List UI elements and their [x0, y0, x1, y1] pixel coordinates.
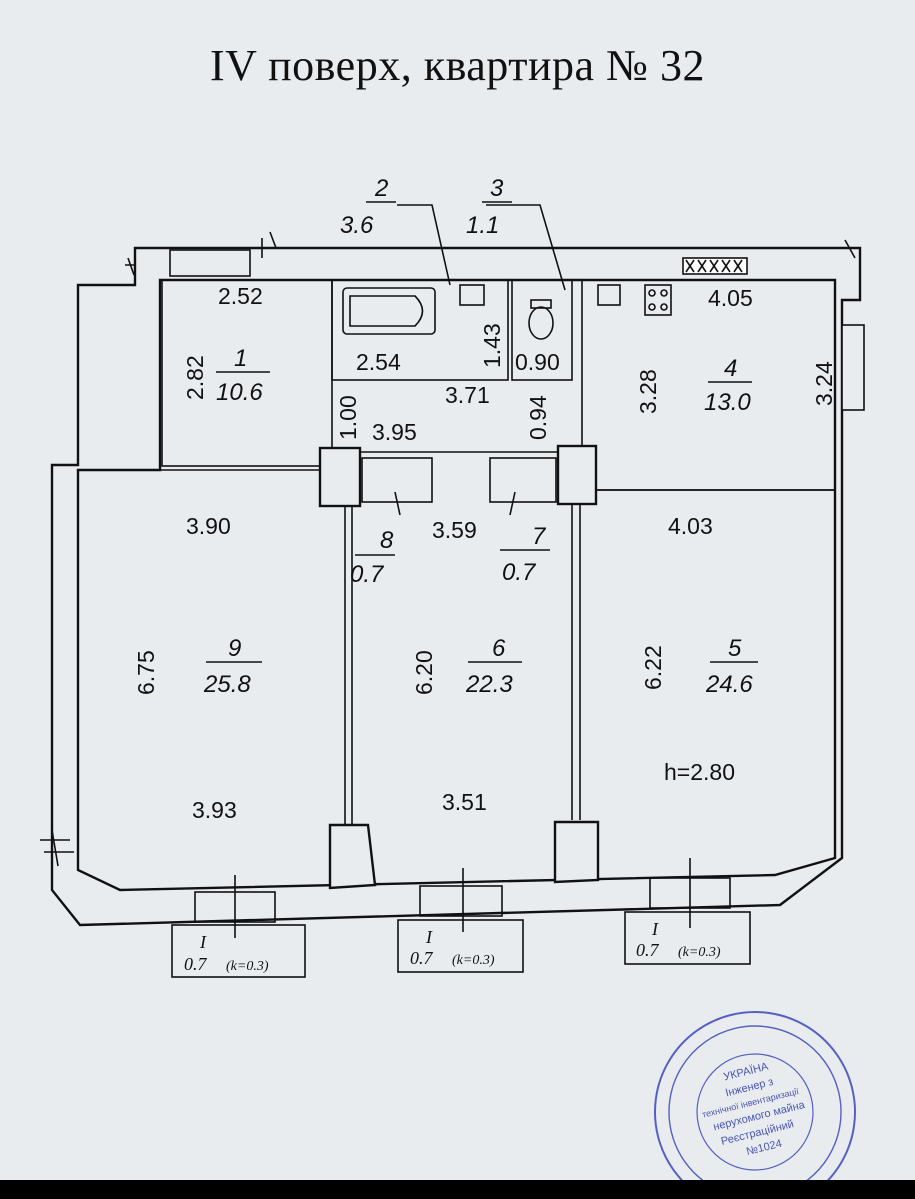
dim-2-54: 2.54 — [356, 349, 401, 375]
balcony-2-id: I — [425, 927, 433, 947]
dim-3-28: 3.28 — [635, 369, 661, 414]
toilet-icon — [528, 306, 554, 340]
room-2-outline — [331, 279, 509, 381]
dim-3-59: 3.59 — [432, 517, 477, 543]
leader-lines — [397, 204, 566, 291]
dim-0-90: 0.90 — [515, 349, 560, 375]
dim-3-71: 3.71 — [445, 382, 490, 408]
dim-1-00: 1.00 — [335, 395, 361, 440]
kitchen-sink-icon — [597, 284, 621, 306]
balcony-3-id: I — [651, 919, 659, 939]
balcony-1-area: 0.7 — [184, 954, 208, 974]
room-1-number: 1 — [234, 345, 247, 372]
room-7-number: 7 — [532, 523, 547, 550]
balcony-1-coef: (k=0.3) — [226, 959, 269, 974]
sink-icon — [459, 284, 485, 306]
stove-burner-icon — [648, 289, 656, 297]
wall-break-marks-top — [261, 231, 856, 259]
column-right — [556, 444, 598, 506]
room-8-area: 0.7 — [350, 561, 385, 588]
toilet-tank — [530, 299, 552, 309]
vent-grille-hatch — [685, 259, 743, 273]
room-1-area: 10.6 — [216, 379, 263, 406]
dim-3-95: 3.95 — [372, 419, 417, 445]
corridor-walls — [78, 451, 835, 491]
column-left — [318, 446, 362, 508]
balcony-2-area: 0.7 — [410, 948, 434, 968]
dim-0-94: 0.94 — [525, 395, 551, 440]
balcony-2-coef: (k=0.3) — [452, 953, 495, 968]
room-3-number: 3 — [490, 175, 504, 202]
room-9-number: 9 — [228, 635, 241, 662]
balcony-3-outline — [624, 911, 751, 965]
ceiling-height: h=2.80 — [664, 759, 735, 785]
room-partitions — [344, 504, 581, 825]
page-title: IV поверх, квартира № 32 — [209, 41, 706, 90]
room-6-area: 22.3 — [465, 671, 513, 698]
room-5-number: 5 — [728, 635, 742, 662]
dim-6-75: 6.75 — [133, 650, 159, 695]
room-4-number: 4 — [724, 355, 737, 382]
dim-4-03: 4.03 — [668, 513, 713, 539]
wall-break-mark-left — [40, 829, 74, 867]
dim-6-20: 6.20 — [411, 650, 437, 695]
pilasters — [328, 820, 600, 890]
dim-6-22: 6.22 — [640, 645, 666, 690]
room-2-number: 2 — [374, 175, 388, 202]
balcony-1-outline — [171, 924, 306, 978]
kitchen-window — [841, 324, 865, 411]
bathtub-icon — [342, 287, 436, 335]
room-9-area: 25.8 — [203, 671, 251, 698]
dim-4-05: 4.05 — [708, 285, 753, 311]
room-3-outline — [511, 279, 573, 381]
window-room-6 — [419, 885, 503, 917]
stove-burner-icon — [660, 303, 668, 311]
window-axis-lines — [234, 858, 691, 938]
dim-1-43: 1.43 — [479, 323, 505, 368]
stove-burner-icon — [648, 303, 656, 311]
wall-break-mark — [125, 257, 135, 276]
balcony-2-outline — [397, 919, 524, 973]
room-3-area: 1.1 — [466, 212, 499, 239]
official-stamp: УКРАЇНА Інженер з технічної інвентаризац… — [654, 1011, 856, 1180]
balcony-3-coef: (k=0.3) — [678, 945, 721, 960]
stove-icon — [644, 284, 672, 316]
room-2-area: 3.6 — [340, 212, 374, 239]
dim-2-52: 2.52 — [218, 283, 263, 309]
bathtub-inner — [349, 295, 424, 327]
room-6-number: 6 — [492, 635, 506, 662]
room-7-area: 0.7 — [502, 559, 537, 586]
room-4-area: 13.0 — [704, 389, 751, 416]
room-5-area: 24.6 — [705, 671, 753, 698]
room-8-number: 8 — [380, 527, 394, 554]
closet-7 — [489, 457, 557, 503]
fraction-bars — [206, 201, 758, 663]
dim-3-93: 3.93 — [192, 797, 237, 823]
dim-3-24: 3.24 — [811, 361, 837, 406]
dim-3-90: 3.90 — [186, 513, 231, 539]
balcony-1-id: I — [199, 932, 207, 952]
balcony-3-area: 0.7 — [636, 940, 660, 960]
dim-2-82: 2.82 — [182, 355, 208, 400]
stove-burner-icon — [660, 289, 668, 297]
dim-3-51: 3.51 — [442, 789, 487, 815]
top-window-left — [169, 249, 251, 277]
